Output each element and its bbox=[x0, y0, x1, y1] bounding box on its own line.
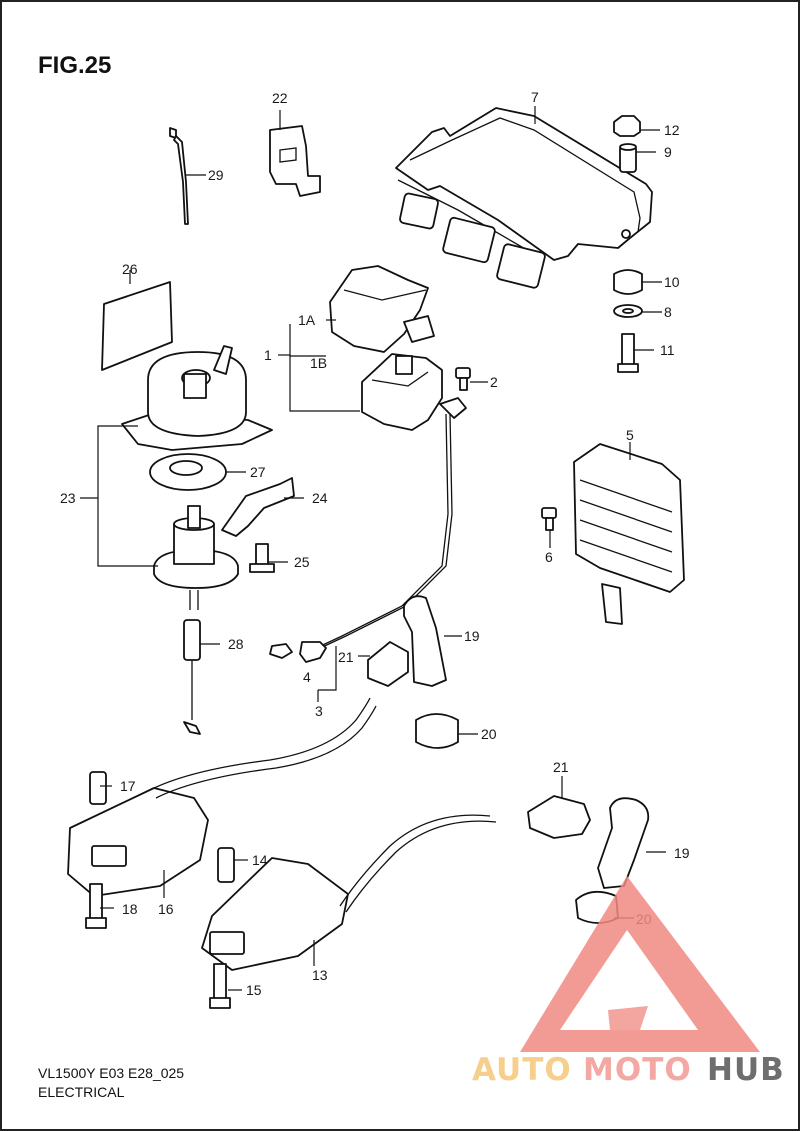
part-27-seal bbox=[149, 453, 227, 491]
callout-20-upper: 20 bbox=[481, 726, 497, 742]
callout-3: 3 bbox=[315, 703, 323, 719]
callout-1B: 1B bbox=[310, 355, 327, 371]
callout-12: 12 bbox=[664, 122, 680, 138]
watermark-logo: AUTO MOTO HUB bbox=[472, 876, 785, 1088]
part-18-bolt bbox=[85, 883, 107, 929]
callout-25: 25 bbox=[294, 554, 310, 570]
callout-7: 7 bbox=[531, 89, 539, 105]
callout-2: 2 bbox=[490, 374, 498, 390]
part-21-cap-lower bbox=[527, 795, 591, 839]
section-name: ELECTRICAL bbox=[38, 1084, 125, 1100]
part-4-ground-wire bbox=[269, 413, 453, 663]
callout-17: 17 bbox=[120, 778, 136, 794]
part-24-bracket bbox=[221, 477, 295, 537]
watermark-text-moto: MOTO bbox=[583, 1052, 692, 1088]
part-16-ignition-coil bbox=[67, 697, 377, 897]
part-26-sheet bbox=[101, 281, 173, 371]
callout-28: 28 bbox=[228, 636, 244, 652]
part-8-washer bbox=[613, 304, 643, 318]
part-19-plug-cap-upper bbox=[403, 595, 447, 687]
callout-22: 22 bbox=[272, 90, 288, 106]
part-13-ignition-coil bbox=[201, 814, 497, 971]
callout-29: 29 bbox=[208, 167, 224, 183]
callout-19-upper: 19 bbox=[464, 628, 480, 644]
leader-lines bbox=[80, 106, 666, 991]
callout-27: 27 bbox=[250, 464, 266, 480]
callout-19-lower: 19 bbox=[674, 845, 690, 861]
part-23-sensor-upper bbox=[121, 345, 273, 451]
part-23-sensor-lower bbox=[153, 505, 239, 610]
part-6-screw bbox=[541, 507, 557, 531]
callout-11: 11 bbox=[660, 342, 675, 358]
part-19-plug-cap-lower bbox=[597, 797, 650, 889]
part-11-bolt bbox=[617, 333, 639, 373]
part-15-bolt bbox=[209, 963, 231, 1009]
callout-1: 1 bbox=[264, 347, 272, 363]
part-25-bolt bbox=[249, 543, 275, 573]
part-5-regulator bbox=[573, 443, 685, 625]
part-29-clip bbox=[169, 127, 189, 225]
callout-18: 18 bbox=[122, 901, 138, 917]
part-21-cap-upper bbox=[367, 641, 409, 687]
watermark-text-hub: HUB bbox=[707, 1052, 785, 1088]
part-12-nut bbox=[613, 115, 641, 137]
callout-13: 13 bbox=[312, 967, 328, 983]
callout-10: 10 bbox=[664, 274, 680, 290]
watermark-triangle-icon bbox=[520, 876, 760, 1052]
callout-21-upper: 21 bbox=[338, 649, 354, 665]
part-9-spacer bbox=[619, 143, 637, 173]
callout-4: 4 bbox=[303, 669, 311, 685]
callout-6: 6 bbox=[545, 549, 553, 565]
watermark-text-auto: AUTO bbox=[472, 1052, 572, 1088]
part-2-screw bbox=[455, 367, 471, 391]
callout-26: 26 bbox=[122, 261, 138, 277]
callout-21-lower: 21 bbox=[553, 759, 569, 775]
callout-14: 14 bbox=[252, 852, 268, 868]
callout-1A: 1A bbox=[298, 312, 316, 328]
callout-8: 8 bbox=[664, 304, 672, 320]
callout-24: 24 bbox=[312, 490, 328, 506]
part-28-sensor-lead bbox=[183, 619, 201, 735]
callout-16: 16 bbox=[158, 901, 174, 917]
callout-5: 5 bbox=[626, 427, 634, 443]
callout-15: 15 bbox=[246, 982, 262, 998]
callout-9: 9 bbox=[664, 144, 672, 160]
part-1a-cover bbox=[329, 265, 435, 353]
part-7-ecm bbox=[395, 107, 653, 289]
part-14-spacer bbox=[217, 847, 235, 883]
callout-23: 23 bbox=[60, 490, 76, 506]
part-10-grommet bbox=[613, 269, 643, 295]
model-code: VL1500Y E03 E28_025 bbox=[38, 1065, 184, 1081]
part-20-boot-upper bbox=[415, 713, 459, 749]
figure-title: FIG.25 bbox=[38, 52, 111, 79]
part-22-connector bbox=[269, 125, 321, 197]
part-1b-relay bbox=[361, 353, 467, 431]
part-17-spacer bbox=[89, 771, 107, 805]
